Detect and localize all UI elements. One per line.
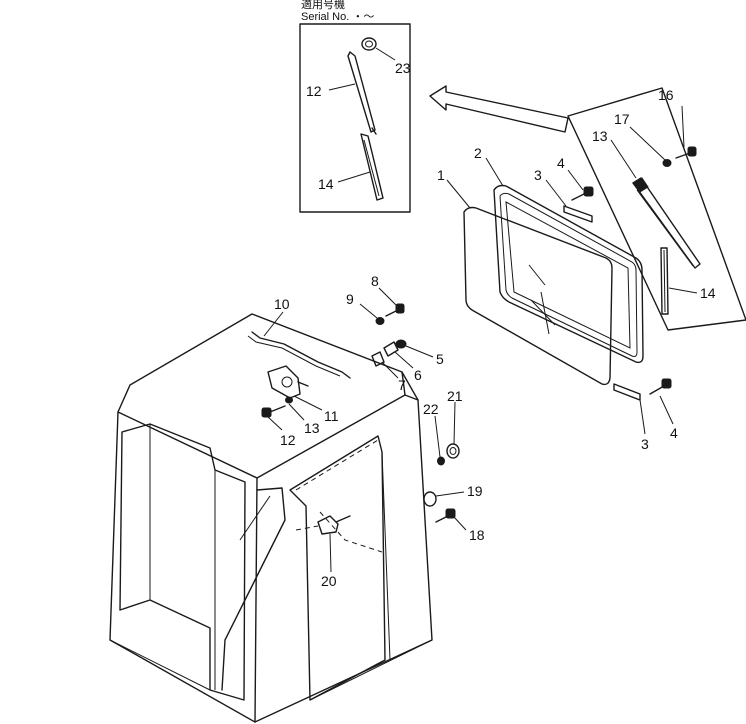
wiper-panel-box [567, 87, 746, 331]
callout-23: 23 [395, 60, 411, 76]
callout-17: 17 [614, 111, 630, 127]
callout-3-upper: 3 [534, 167, 542, 183]
part-7-bracket [371, 351, 385, 367]
reference-arrow [429, 85, 569, 133]
callout-8: 8 [371, 273, 379, 289]
part-15-wiper-blade-inset [360, 133, 384, 201]
callout-6: 6 [414, 367, 422, 383]
part-14-wiper-arm [632, 177, 701, 269]
leader-20 [329, 533, 332, 573]
part-14-wiper-arm-inset [347, 51, 377, 135]
part-15-wiper-blade [660, 247, 669, 315]
leader-14 [610, 139, 637, 179]
part-17-washer [662, 159, 672, 167]
leader-14-inset [328, 83, 356, 91]
leader-15-inset [337, 171, 371, 183]
callout-3-lower: 3 [641, 436, 649, 452]
leader-11 [293, 395, 323, 411]
leader-5 [405, 345, 434, 358]
callout-1: 1 [437, 167, 445, 183]
leader-16 [681, 105, 685, 148]
part-22-washer [437, 456, 445, 466]
leader-6 [394, 351, 414, 369]
callout-14-inset: 12 [306, 83, 322, 99]
part-19-grommet [423, 491, 437, 507]
part-16-bolt [675, 146, 697, 159]
callout-18: 18 [469, 527, 485, 543]
callout-15: 14 [700, 285, 716, 301]
part-21-cap [446, 443, 460, 459]
callout-21: 21 [447, 388, 463, 404]
part-9-washer [375, 317, 385, 325]
leader-19 [435, 491, 465, 497]
part-8-bolt [385, 303, 405, 317]
callout-11: 11 [324, 408, 339, 424]
leader-4-upper [567, 169, 584, 191]
leader-2 [485, 157, 504, 187]
callout-7: 7 [398, 377, 406, 393]
leader-8 [378, 287, 398, 307]
callout-2: 2 [474, 145, 482, 161]
lamp-dash [295, 525, 319, 531]
callout-20: 20 [321, 573, 337, 589]
part-5-nut [395, 339, 407, 349]
part-1-window-glass [463, 206, 613, 386]
callout-10: 10 [274, 296, 290, 312]
leader-15 [668, 287, 698, 294]
callout-14: 13 [592, 128, 608, 144]
callout-4-upper: 4 [557, 155, 565, 171]
leader-3-upper [545, 179, 567, 207]
cab-body [109, 313, 433, 723]
part-13-washer [285, 396, 293, 404]
callout-9: 9 [346, 291, 354, 307]
callout-22: 22 [423, 401, 439, 417]
leader-7 [381, 361, 399, 379]
part-23-cap-nut [361, 37, 377, 51]
callout-16: 16 [658, 87, 674, 103]
leader-9 [359, 303, 378, 319]
part-4-bolt-lower [649, 378, 672, 395]
callout-4-lower: 4 [670, 425, 678, 441]
part-10-washer-hose [247, 331, 351, 379]
part-18-bolt [435, 508, 456, 523]
leader-23 [375, 47, 396, 61]
leader-12 [267, 416, 283, 431]
leader-21 [453, 401, 456, 445]
callout-12: 12 [280, 432, 296, 448]
part-12-bolt [261, 405, 286, 418]
part-3-filler-upper [563, 205, 593, 223]
leader-10 [263, 311, 284, 337]
callout-19: 19 [467, 483, 483, 499]
leader-1 [446, 179, 471, 209]
leader-13 [288, 403, 305, 421]
leader-17 [629, 126, 666, 161]
serial-header: Serial No. ・～ [301, 11, 374, 23]
leader-22 [434, 415, 441, 458]
callout-13: 13 [304, 420, 320, 436]
serial-header-jp: 適用号機 [301, 0, 345, 11]
inset-box [299, 23, 411, 213]
callout-15-inset: 14 [318, 176, 334, 192]
part-4-bolt-upper [571, 186, 594, 201]
leader-3-lower [639, 399, 646, 435]
part-20-lamp [317, 515, 351, 535]
callout-5: 5 [436, 351, 444, 367]
part-3-filler-lower [613, 383, 641, 401]
part-6-nozzle [383, 341, 399, 357]
leader-4-lower [659, 395, 674, 425]
part-11-wiper-motor [267, 365, 309, 399]
leader-18 [453, 516, 467, 531]
part-2-weatherstrip [493, 184, 644, 364]
